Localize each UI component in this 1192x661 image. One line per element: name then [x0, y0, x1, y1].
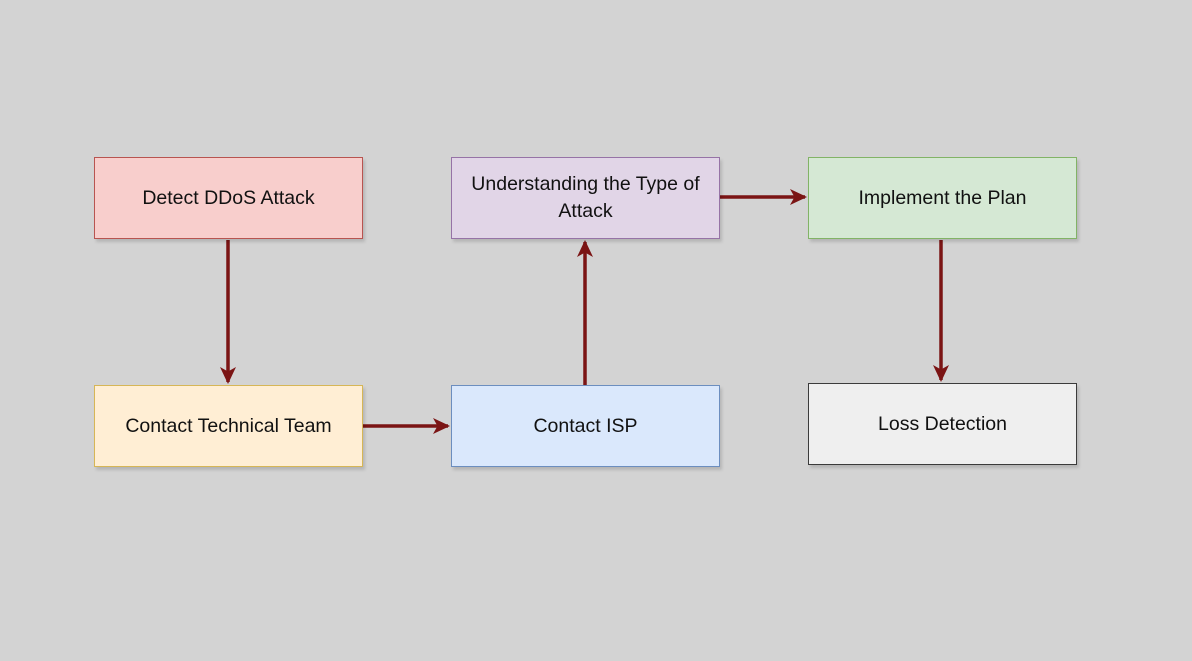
node-label: Understanding the Type of Attack: [471, 173, 700, 222]
node-contact-isp: Contact ISP: [451, 385, 720, 467]
node-label: Contact ISP: [533, 414, 638, 437]
node-contact-technical-team: Contact Technical Team: [94, 385, 363, 467]
node-implement-the-plan: Implement the Plan: [808, 157, 1077, 239]
node-understanding-type-of-attack: Understanding the Type of Attack: [451, 157, 720, 239]
node-label: Loss Detection: [878, 412, 1007, 435]
node-label: Contact Technical Team: [125, 414, 332, 437]
node-label: Implement the Plan: [858, 186, 1027, 209]
node-detect-ddos-attack: Detect DDoS Attack: [94, 157, 363, 239]
node-loss-detection: Loss Detection: [808, 383, 1077, 465]
node-label: Detect DDoS Attack: [142, 186, 315, 209]
